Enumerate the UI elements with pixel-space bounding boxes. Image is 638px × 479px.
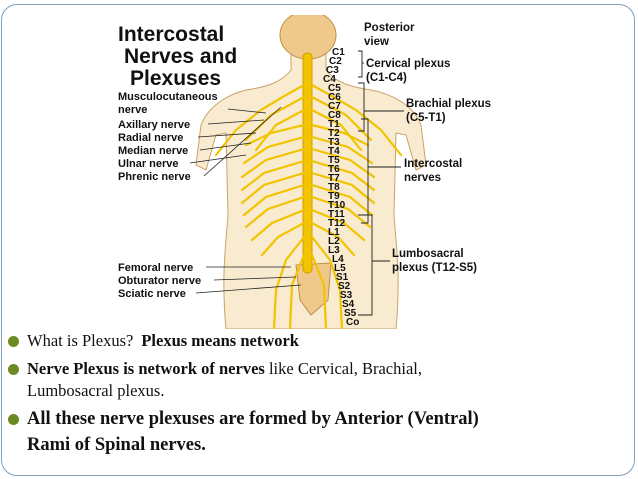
median-label: Median nerve xyxy=(118,145,188,157)
sacrum-shape xyxy=(295,262,332,316)
segment-label-t9: T9 xyxy=(328,191,340,202)
nerve-diagram: Intercostal Nerves and Plexuses Posterio… xyxy=(118,15,491,329)
segment-label-co: Co xyxy=(346,317,359,328)
rami-line-1: All these nerve plexuses are formed by A… xyxy=(27,409,479,429)
segment-label-t4: T4 xyxy=(328,146,340,157)
figure-title-line-2: Nerves and xyxy=(124,45,237,68)
figure-title-line-3: Plexuses xyxy=(130,67,221,90)
segment-label-t3: T3 xyxy=(328,137,340,148)
segment-label-c6: C6 xyxy=(328,92,341,103)
segment-label-s4: S4 xyxy=(342,299,355,310)
bullet-plexus-definition: What is Plexus? Plexus means network xyxy=(7,330,627,352)
segment-label-l1: L1 xyxy=(328,227,340,238)
segment-label-c4: C4 xyxy=(323,74,336,85)
intercostal-nerves-label: Intercostal xyxy=(404,158,462,170)
view-label-line-1: Posterior xyxy=(364,22,415,34)
rami-line-2: Rami of Spinal nerves. xyxy=(27,435,206,455)
cervical-plexus-label: Cervical plexus xyxy=(366,58,450,70)
segment-label-t12: T12 xyxy=(328,218,346,229)
segment-label-t6: T6 xyxy=(328,164,340,175)
segment-label-t5: T5 xyxy=(328,155,340,166)
segment-label-c2: C2 xyxy=(329,56,342,67)
radial-label: Radial nerve xyxy=(118,132,183,144)
segment-label-c3: C3 xyxy=(326,65,339,76)
cervical-plexus-range: (C1-C4) xyxy=(366,72,407,84)
segment-label-t1: T1 xyxy=(328,119,340,130)
view-label-line-2: view xyxy=(364,36,389,48)
nerve-plexus-bold: Nerve Plexus is network of nerves xyxy=(27,359,265,378)
anatomy-figure: Intercostal Nerves and Plexuses Posterio… xyxy=(96,15,521,329)
musculocutaneous-label-2: nerve xyxy=(118,104,147,116)
bullet-nerve-plexus: Nerve Plexus is network of nerves like C… xyxy=(7,358,627,402)
segment-label-t7: T7 xyxy=(328,173,340,184)
bullet-dot xyxy=(8,364,19,375)
plexus-answer: Plexus means network xyxy=(141,331,299,350)
bullet-dot xyxy=(8,414,19,425)
segment-label-l3: L3 xyxy=(328,245,340,256)
right-brackets xyxy=(358,50,404,316)
segment-label-s5: S5 xyxy=(344,308,357,319)
segment-label-t11: T11 xyxy=(328,209,345,220)
obturator-label: Obturator nerve xyxy=(118,275,201,287)
axillary-label: Axillary nerve xyxy=(118,119,190,131)
figure-title-line-1: Intercostal xyxy=(118,23,224,46)
segment-label-c5: C5 xyxy=(328,83,341,94)
segment-label-s3: S3 xyxy=(340,290,353,301)
left-leader-lines xyxy=(189,106,302,294)
femoral-label: Femoral nerve xyxy=(118,262,193,274)
segment-labels: C1C2C3C4C5C6C7C8T1T2T3T4T5T6T7T8T9T10T11… xyxy=(323,47,359,328)
segment-label-t10: T10 xyxy=(328,200,346,211)
nerve-plexus-rest-2: Lumbosacral plexus. xyxy=(27,381,165,400)
segment-label-l2: L2 xyxy=(328,236,340,247)
lumbosacral-plexus-label: Lumbosacral xyxy=(392,248,464,260)
lumbosacral-plexus-range: plexus (T12-S5) xyxy=(392,262,477,274)
brachial-plexus-range: (C5-T1) xyxy=(406,112,446,124)
intercostal-nerves-label-2: nerves xyxy=(404,172,441,184)
brachial-plexus-label: Brachial plexus xyxy=(406,98,491,110)
bullet-rami: All these nerve plexuses are formed by A… xyxy=(7,406,627,458)
segment-label-c7: C7 xyxy=(328,101,341,112)
nerve-branches xyxy=(214,83,403,329)
plexus-question: What is Plexus? xyxy=(27,331,134,350)
bullet-list: What is Plexus? Plexus means network Nerv… xyxy=(7,330,627,458)
segment-label-c8: C8 xyxy=(328,110,341,121)
segment-label-l5: L5 xyxy=(334,263,346,274)
ulnar-label: Ulnar nerve xyxy=(118,158,179,170)
segment-label-l4: L4 xyxy=(332,254,344,265)
segment-label-c1: C1 xyxy=(332,47,345,58)
nerve-plexus-rest-1: like Cervical, Brachial, xyxy=(264,359,422,378)
segment-label-s1: S1 xyxy=(336,272,349,283)
phrenic-label: Phrenic nerve xyxy=(118,171,191,183)
segment-label-t8: T8 xyxy=(328,182,340,193)
head-shape xyxy=(279,15,337,60)
spinal-cord xyxy=(302,52,313,274)
segment-label-t2: T2 xyxy=(328,128,340,139)
musculocutaneous-label: Musculocutaneous xyxy=(118,91,218,103)
bullet-dot xyxy=(8,336,19,347)
segment-label-s2: S2 xyxy=(338,281,351,292)
sciatic-label: Sciatic nerve xyxy=(118,288,186,300)
